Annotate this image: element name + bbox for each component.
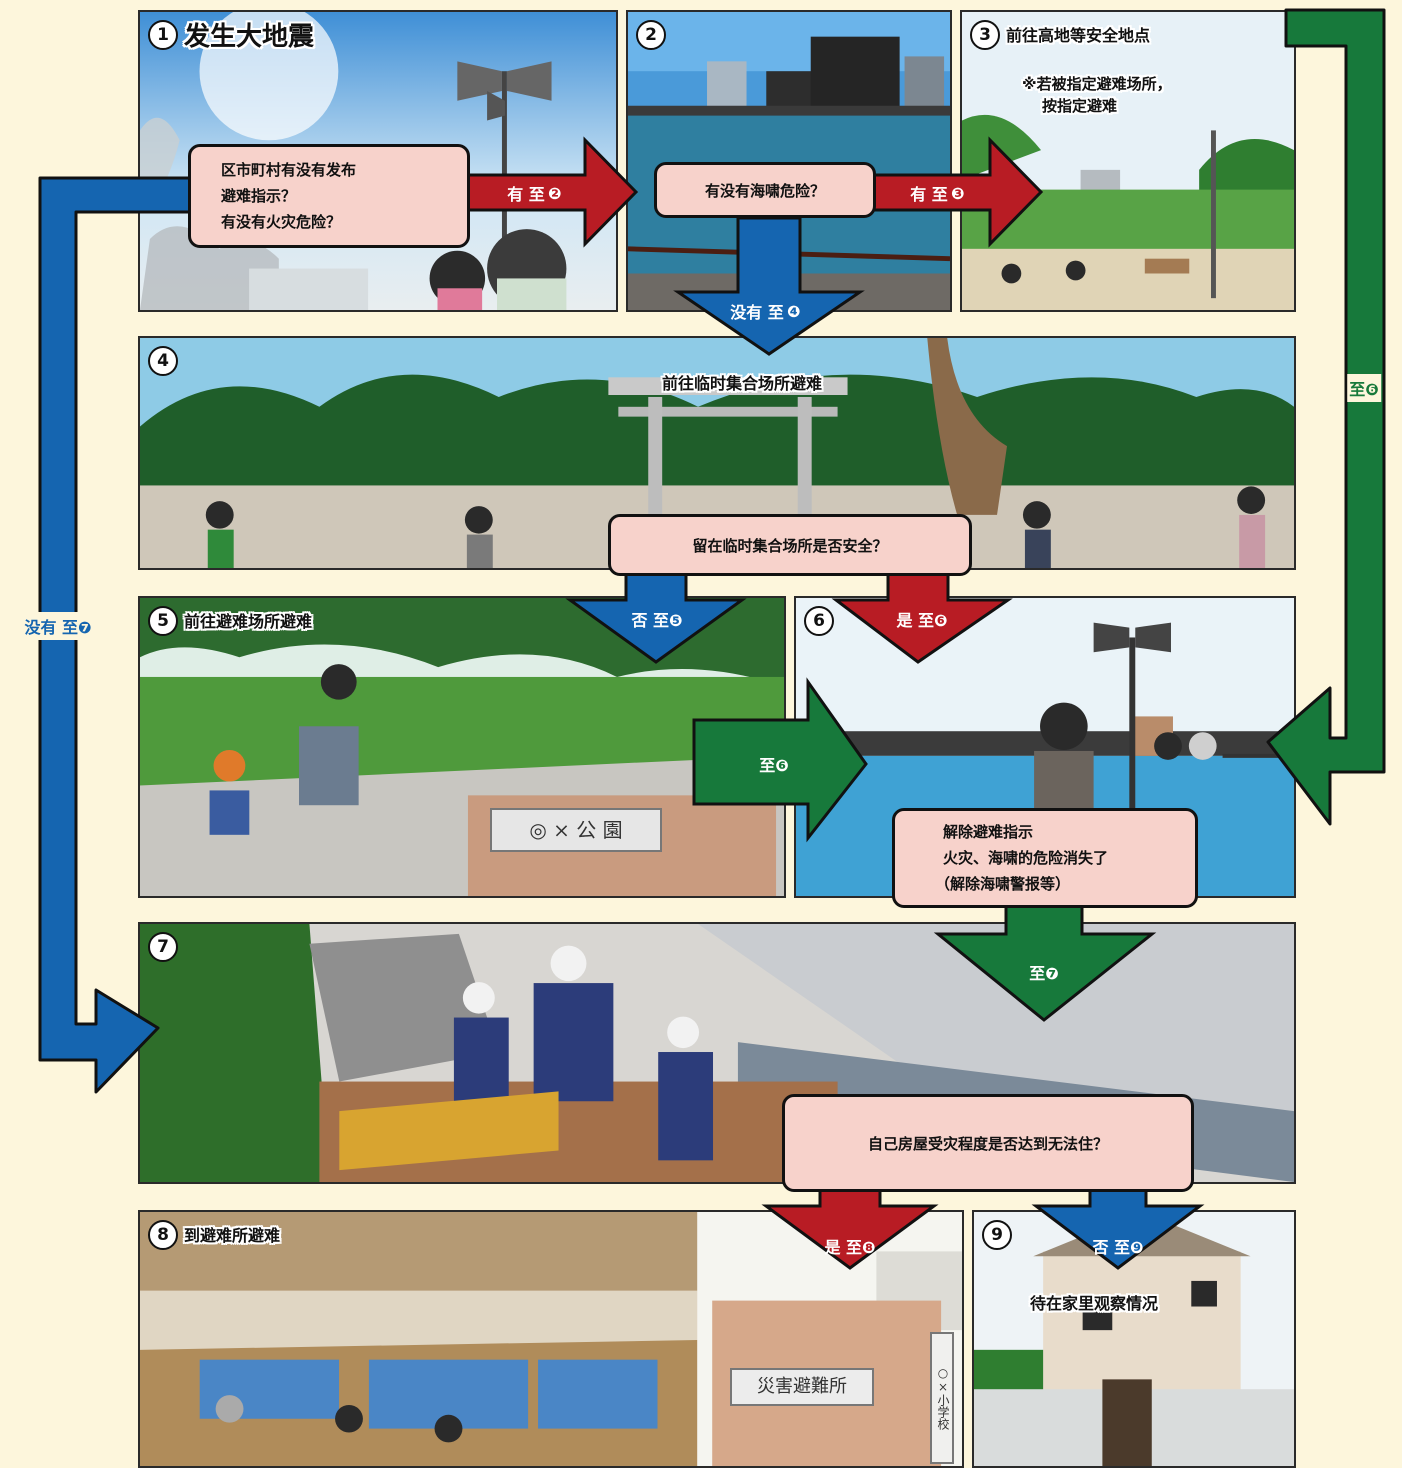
panel-3-scene [962,12,1294,310]
panel-7-number: 7 [148,932,178,962]
panel-3-number: 3 [970,20,1000,50]
panel-1-scene [140,12,616,310]
arrow-q1-no-text: 没有 至 [24,618,79,637]
question-7-text: 自己房屋受灾程度是否达到无法住？ [867,1134,1108,1153]
panel-9-number: 9 [982,1220,1012,1250]
arrow-q4-yes-label: 是 至❻ [896,607,947,631]
panel-3-high-ground: 3 前往高地等安全地点 ※若被指定避难场所， 按指定避难 [960,10,1296,312]
arrow-q4-yes [831,570,1013,664]
panel-1-earthquake: 1 发生大地震 [138,10,618,312]
question-1-line-3: 有没有火灾危险？ [221,213,342,231]
arrow-q1-yes-text: 有 至 [507,185,545,204]
panel-5-title: 前往避难场所避难 [184,612,313,631]
panel-1-title: 发生大地震 [184,22,315,52]
arrow-q7-no-text: 否 至 [1092,1238,1131,1257]
question-box-4: 留在临时集合场所是否安全？ [608,514,972,576]
question-box-7: 自己房屋受灾程度是否达到无法住？ [782,1094,1194,1192]
arrow-q6-to-7-target: ❼ [1045,964,1059,983]
arrow-3-to-6 [1266,8,1386,826]
panel-6-waiting: 6 [794,596,1296,898]
panel-1-number: 1 [148,20,178,50]
question-4-text: 留在临时集合场所是否安全？ [692,536,888,555]
arrow-5-to-6-label: 至❻ [759,752,789,776]
arrow-q4-yes-text: 是 至 [896,611,935,630]
panel-9-title: 待在家里观察情况 [1030,1294,1159,1313]
arrow-q7-no [1031,1188,1205,1270]
arrow-q1-no-label: 没有 至❼ [22,612,94,640]
arrow-3-to-6-target: ❻ [1365,380,1379,399]
arrow-q4-yes-target: ❻ [934,611,948,630]
panel-8-scene [140,1212,962,1466]
panel-8-title: 到避难所避难 [184,1226,281,1245]
panel-6-scene [796,598,1294,896]
arrow-q2-no-text: 没有 至 [730,303,784,322]
arrow-q7-yes [761,1188,939,1270]
question-6-line-2: 火灾、海啸的危险消失了 [943,849,1109,867]
panel-3-note: ※若被指定避难场所， 按指定避难 [1022,74,1172,118]
question-box-2: 有没有海啸危险？ [654,162,876,218]
question-6-line-1: 解除避难指示 [943,823,1034,841]
panel-8-shelter: 8 到避难所避难 災害避難所 ○×小学校 [138,1210,964,1468]
arrow-5-to-6 [692,677,868,843]
school-sign: ○×小学校 [930,1332,954,1464]
arrow-q4-no-label: 否 至❺ [631,607,682,631]
question-1-line-2: 避难指示？ [221,187,297,205]
arrow-q4-no-target: ❺ [669,611,683,630]
question-box-1: 区市町村有没有发布 避难指示？ 有没有火灾危险？ [188,144,470,248]
arrow-q7-yes-label: 是 至❽ [824,1234,875,1258]
panel-5-number: 5 [148,606,178,636]
arrow-q6-to-7-label: 至❼ [1029,960,1059,984]
arrow-q2-yes-target: ❸ [951,184,965,203]
arrow-q2-no-target: ❹ [787,302,801,321]
panel-8-number: 8 [148,1220,178,1250]
question-2-text: 有没有海啸危险？ [704,181,825,200]
panel-4-title: 前往临时集合场所避难 [662,374,823,393]
arrow-q1-yes [463,136,639,248]
arrow-3-to-6-label: 至❻ [1347,374,1381,402]
arrow-q2-yes-text: 有 至 [910,185,948,204]
arrow-q7-yes-target: ❽ [862,1238,876,1257]
arrow-q1-no-target: ❼ [78,618,92,637]
arrow-q2-no [673,216,865,356]
question-1-line-1: 区市町村有没有发布 [221,161,357,179]
arrow-q1-yes-target: ❷ [548,184,562,203]
question-6-line-3: （解除海啸警报等） [935,875,1071,893]
panel-3-note-line-1: ※若被指定避难场所， [1022,75,1172,93]
panel-2-scene [628,12,950,310]
arrow-5-to-6-target: ❻ [775,756,789,775]
arrow-q4-no-text: 否 至 [631,611,670,630]
shelter-sign: 災害避難所 [730,1368,874,1406]
park-sign: ◎ × 公 園 [490,808,662,852]
arrow-q7-no-label: 否 至❾ [1092,1234,1143,1258]
panel-5-evacuation-site: 5 前往避难场所避难 ◎ × 公 園 [138,596,786,898]
panel-2-number: 2 [636,20,666,50]
arrow-q7-no-target: ❾ [1130,1238,1144,1257]
arrow-3-to-6-text: 至 [1349,380,1366,399]
panel-2-coast: 2 [626,10,952,312]
arrow-q7-yes-text: 是 至 [824,1238,863,1257]
panel-6-number: 6 [804,606,834,636]
arrow-q6-to-7-text: 至 [1029,964,1046,983]
panel-3-title: 前往高地等安全地点 [1006,26,1151,45]
panel-3-note-line-2: 按指定避难 [1042,96,1118,115]
arrow-q6-to-7 [933,902,1157,1022]
panel-4-number: 4 [148,346,178,376]
arrow-5-to-6-text: 至 [759,756,776,775]
arrow-q2-yes [870,136,1044,248]
question-box-6: 解除避难指示 火灾、海啸的危险消失了 （解除海啸警报等） [892,808,1198,908]
arrow-q4-no [565,570,747,664]
